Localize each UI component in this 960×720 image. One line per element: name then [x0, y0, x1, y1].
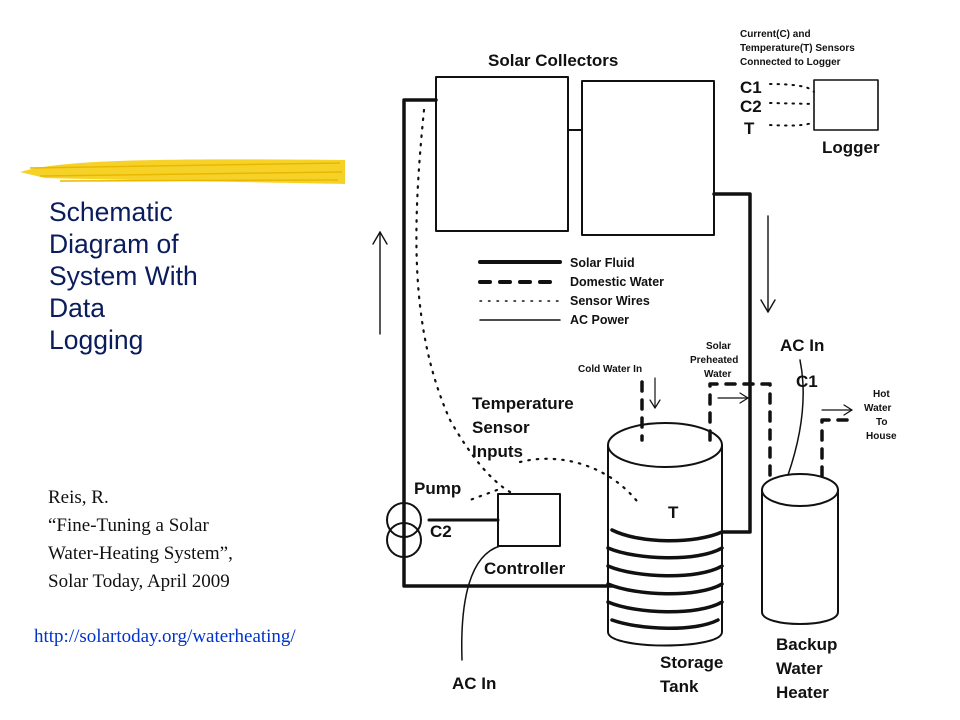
- label-pump: Pump: [414, 479, 461, 498]
- title-line-3: System With: [49, 261, 198, 291]
- temp-sensor-line-3: Inputs: [472, 442, 523, 461]
- label-c1: C1: [796, 372, 818, 391]
- sensors-note-line-3: Connected to Logger: [740, 57, 841, 68]
- flow-up-arrow: [372, 231, 388, 335]
- title-line-1: Schematic: [49, 197, 173, 227]
- flow-down-arrow: [760, 215, 776, 313]
- citation-line-2: “Fine-Tuning a Solar: [48, 515, 209, 536]
- controller-box: [497, 493, 561, 547]
- hot-water-arrow: [821, 404, 853, 416]
- citation-line-4: Solar Today, April 2009: [48, 571, 230, 592]
- backup-heater-line-2: Water: [776, 659, 823, 678]
- logger-input-c2: C2: [740, 97, 762, 116]
- pump: [386, 502, 422, 558]
- hot-water-line-4: House: [866, 431, 897, 442]
- solar-collector-right: [581, 80, 715, 236]
- citation: Reis, R. “Fine-Tuning a Solar Water-Heat…: [48, 484, 348, 596]
- hot-water-line-1: Hot: [873, 389, 890, 400]
- solar-preheated-line-2: Preheated: [690, 355, 738, 366]
- citation-line-3: Water-Heating System”,: [48, 543, 233, 564]
- ac-power-backup: [787, 359, 804, 476]
- ac-power-controller: [461, 545, 501, 661]
- label-cold-water-in: Cold Water In: [578, 364, 642, 375]
- storage-tank-line-1: Storage: [660, 653, 723, 672]
- legend-ac-power: AC Power: [570, 313, 629, 327]
- cold-water-arrow: [649, 377, 661, 409]
- backup-heater-line-3: Heater: [776, 683, 829, 702]
- storage-tank-line-2: Tank: [660, 677, 699, 696]
- solar-fluid-loop-left: [402, 98, 614, 588]
- label-logger: Logger: [822, 138, 880, 157]
- temp-sensor-line-2: Sensor: [472, 418, 530, 437]
- logger-box: [813, 79, 879, 131]
- source-link[interactable]: http://solartoday.org/waterheating/: [34, 626, 296, 647]
- label-solar-collectors: Solar Collectors: [488, 51, 618, 70]
- logger-input-t: T: [744, 119, 755, 138]
- label-c2: C2: [430, 522, 452, 541]
- title-line-2: Diagram of: [49, 229, 179, 259]
- label-tank-t: T: [668, 503, 679, 522]
- logger-input-c1: C1: [740, 78, 762, 97]
- heat-exchanger-coils: [606, 528, 724, 630]
- solar-preheated-line-1: Solar: [706, 341, 731, 352]
- backup-water-heater: [761, 473, 839, 625]
- temp-sensor-line-1: Temperature: [472, 394, 574, 413]
- title-line-5: Logging: [49, 325, 144, 355]
- title-line-4: Data: [49, 293, 105, 323]
- preheated-water-arrow: [717, 392, 749, 404]
- legend-sensor-wires: Sensor Wires: [570, 294, 650, 308]
- sensor-wires: [415, 108, 642, 507]
- solar-preheated-line-3: Water: [704, 369, 732, 380]
- label-controller: Controller: [484, 559, 566, 578]
- citation-line-1: Reis, R.: [48, 487, 109, 508]
- legend-solar-fluid: Solar Fluid: [570, 256, 635, 270]
- slide-title: Schematic Diagram of System With Data Lo…: [49, 196, 349, 356]
- backup-heater-line-1: Backup: [776, 635, 837, 654]
- solar-fluid-loop-right: [712, 192, 752, 534]
- label-ac-in-bottom: AC In: [452, 674, 496, 693]
- solar-collector-left: [435, 76, 569, 232]
- legend-domestic-water: Domestic Water: [570, 275, 664, 289]
- hot-water-line-2: Water: [864, 403, 892, 414]
- sensors-note-line-2: Temperature(T) Sensors: [740, 43, 855, 54]
- logger-sensor-wires: [769, 83, 815, 127]
- yellow-brush-stroke: [20, 159, 345, 184]
- domestic-water-lines: [640, 380, 850, 482]
- sensors-note-line-1: Current(C) and: [740, 29, 811, 40]
- storage-tank: [607, 422, 723, 647]
- hot-water-line-3: To: [876, 417, 887, 428]
- label-ac-in-right: AC In: [780, 336, 824, 355]
